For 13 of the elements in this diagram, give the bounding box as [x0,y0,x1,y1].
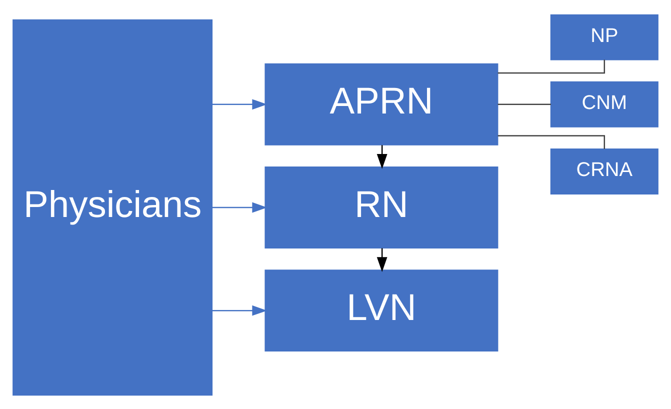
node-box: NP [550,14,658,60]
arrow [212,98,268,110]
node-box: Physicians [12,18,213,396]
arrow [212,202,268,212]
connector [498,103,551,105]
node-box: RN [264,166,498,248]
node-box: LVN [264,269,498,352]
arrow [376,248,388,272]
node-box: CRNA [550,148,658,194]
arrow [212,304,268,316]
arrow [376,144,388,168]
node-box: CNM [550,80,658,127]
node-box: APRN [264,62,498,145]
